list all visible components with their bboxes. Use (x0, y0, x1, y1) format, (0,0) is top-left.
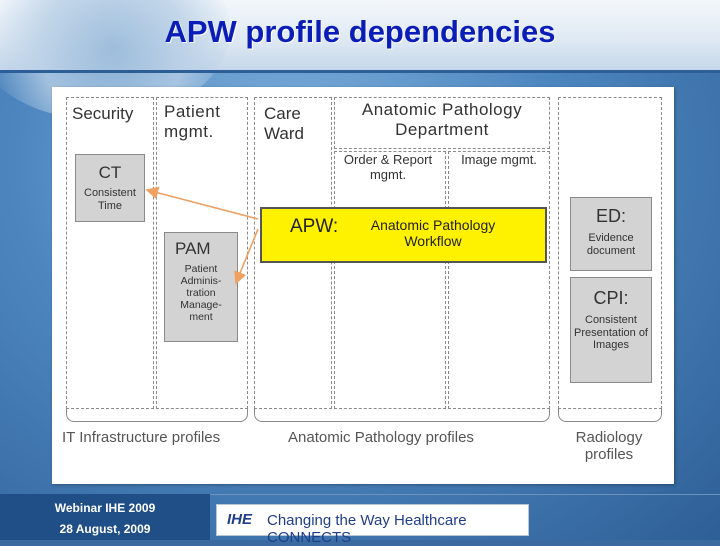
footer-info: Webinar IHE 2009 28 August, 2009 (0, 494, 210, 540)
pam-title: PAM (175, 239, 211, 258)
ihe-logo-banner: IHE Changing the Way Healthcare CONNECTS (216, 504, 529, 546)
ed-box: ED: Evidence document (570, 197, 652, 271)
security-column (66, 97, 154, 409)
footer-webinar: Webinar IHE 2009 (54, 501, 156, 515)
arrow-apw-to-pam (234, 228, 259, 285)
ihe-logo-mark: IHE (227, 511, 253, 528)
ap-profiles-label: Anatomic Pathology profiles (288, 429, 474, 446)
cpi-description: Consistent Presentation of Images (574, 314, 648, 352)
order-report-column (334, 151, 446, 409)
header-divider (0, 70, 720, 73)
dependency-diagram: Security Patient mgmt. Care Ward Anatomi… (52, 87, 674, 484)
rad-profiles-label: Radiology profiles (575, 429, 643, 464)
footer-divider (0, 494, 720, 495)
image-mgmt-heading: Image mgmt. (461, 152, 537, 167)
arrow-apw-to-ct (145, 186, 259, 220)
apw-box: APW: Anatomic Pathology Workflow (260, 207, 547, 263)
rad-brace (558, 409, 662, 422)
anatomic-dept-heading: Anatomic Pathology Department (361, 100, 523, 139)
ct-box: CT Consistent Time (75, 154, 145, 222)
apw-title: APW: (290, 216, 339, 237)
ct-description: Consistent Time (84, 187, 136, 212)
ct-title: CT (98, 163, 122, 182)
apw-description: Anatomic Pathology Workflow (370, 217, 496, 250)
image-mgmt-column (448, 151, 550, 409)
radiology-column (558, 97, 662, 409)
ap-brace (254, 409, 550, 422)
cpi-box: CPI: Consistent Presentation of Images (570, 277, 652, 383)
it-brace (66, 409, 248, 422)
pam-box: PAM Patient Adminis- tration Manage- men… (164, 232, 238, 342)
security-heading: Security (72, 104, 134, 123)
it-profiles-label: IT Infrastructure profiles (62, 429, 221, 446)
care-ward-heading: Care Ward (264, 104, 304, 143)
footer-date: 28 August, 2009 (59, 522, 151, 536)
cpi-title: CPI: (593, 288, 629, 308)
slide-title: APW profile dependencies (164, 14, 556, 49)
ed-description: Evidence document (586, 232, 636, 257)
anatomic-dept-header (334, 97, 550, 149)
dependency-arrows (145, 186, 259, 285)
order-report-heading: Order & Report mgmt. (343, 152, 433, 182)
pam-description: Patient Adminis- tration Manage- ment (180, 263, 222, 324)
ihe-tagline: Changing the Way Healthcare CONNECTS (267, 512, 467, 546)
patient-mgmt-heading: Patient mgmt. (164, 102, 221, 141)
ed-title: ED: (595, 206, 626, 226)
